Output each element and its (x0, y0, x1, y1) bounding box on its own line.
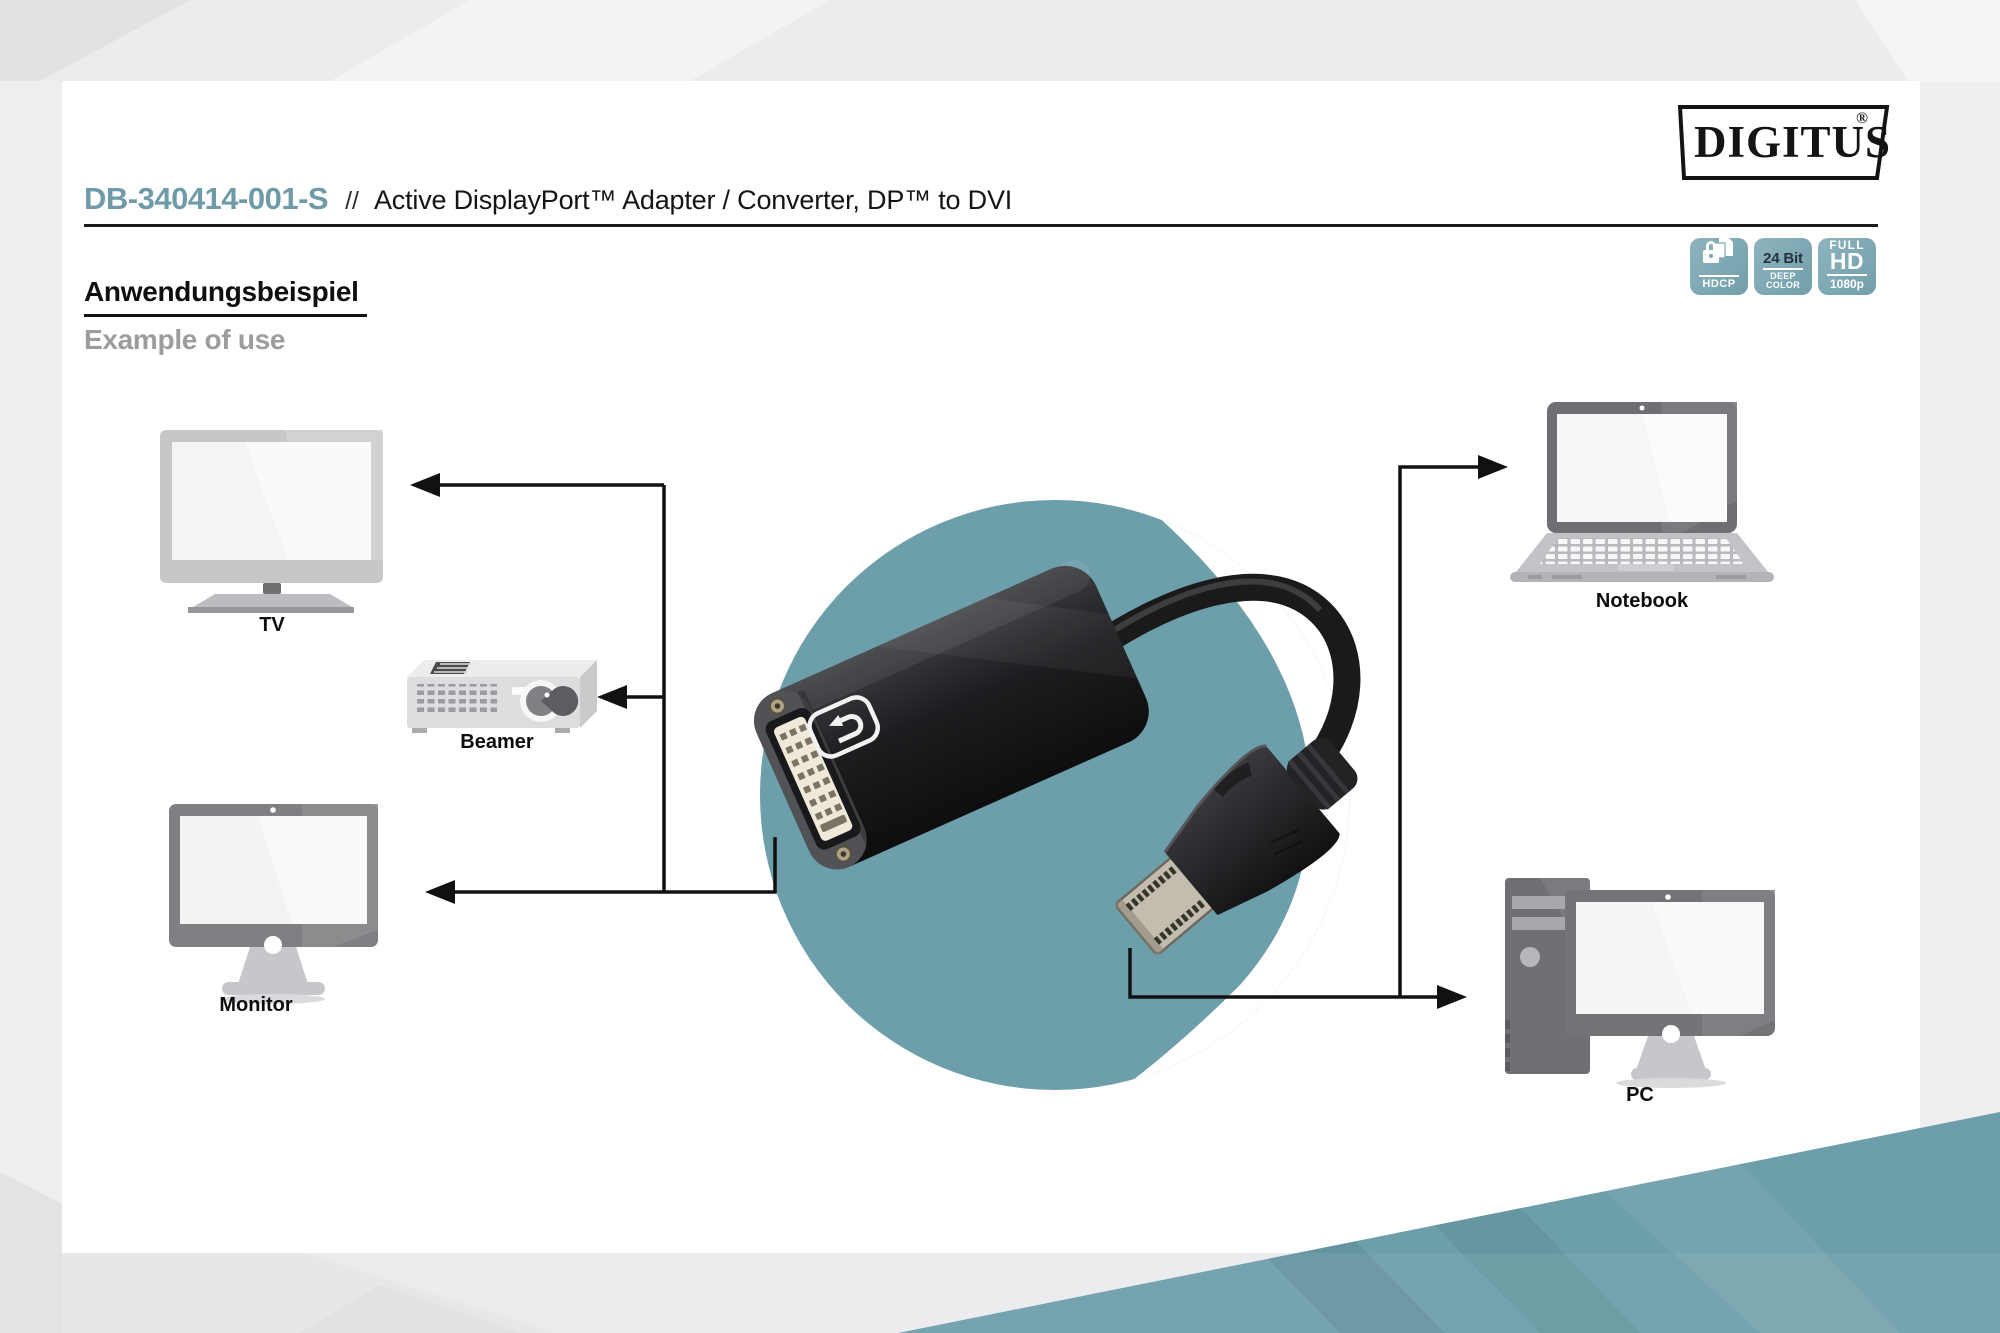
badge-color-label: COLOR (1766, 280, 1800, 290)
cable-highlight (1088, 578, 1323, 649)
displayport-plug (1114, 738, 1358, 956)
badge-hdcp-label: HDCP (1702, 278, 1736, 290)
arrowhead-pc (1437, 985, 1467, 1009)
arrow-heads (410, 455, 1508, 1009)
section-heading-en: Example of use (84, 324, 286, 355)
arrowhead-tv (410, 473, 440, 497)
page-title: DB-340414-001-S // Active DisplayPort™ A… (84, 181, 1012, 217)
arrowhead-monitor (425, 880, 455, 904)
arrow-line-to-notebook (1398, 465, 1480, 997)
title-rule (84, 224, 1878, 227)
badge-deep-color: 24 Bit DEEP COLOR (1754, 238, 1812, 295)
connector-lines (438, 465, 1480, 999)
tv-icon (160, 430, 383, 613)
hdcp-lock-icon (1701, 238, 1737, 272)
badge-deep-label: DEEP (1770, 271, 1796, 281)
product-title: Active DisplayPort™ Adapter / Converter,… (374, 185, 1013, 215)
arrowhead-beamer (597, 685, 627, 709)
device-label-monitor: Monitor (219, 994, 293, 1016)
badge-24bit-value: 24 Bit (1763, 250, 1803, 267)
dvi-adapter-body (749, 560, 1149, 870)
device-label-beamer: Beamer (460, 731, 534, 753)
arrow-line-to-monitor (453, 837, 777, 894)
beamer-icon (407, 660, 597, 733)
badge-divider (1763, 268, 1803, 270)
badge-divider (1699, 275, 1739, 277)
section-heading-de: Anwendungsbeispiel (84, 276, 367, 317)
badge-hd-label: HD (1829, 248, 1865, 274)
pc-icon (1505, 878, 1775, 1088)
displayport-logo-icon (807, 695, 881, 759)
device-label-tv: TV (259, 614, 285, 636)
notebook-icon (1510, 402, 1774, 582)
badge-divider (1827, 274, 1867, 276)
product-code: DB-340414-001-S (84, 181, 329, 216)
arrow-line-to-pc (1128, 948, 1439, 999)
badge-full-label: FULL (1829, 238, 1865, 252)
title-separator: // (345, 187, 359, 215)
adapter-photo (749, 560, 1361, 956)
registered-trademark: ® (1856, 110, 1868, 127)
badge-hdcp: HDCP (1690, 238, 1748, 295)
device-label-notebook: Notebook (1595, 590, 1689, 612)
badge-1080p-label: 1080p (1829, 277, 1865, 291)
badge-full-hd: FULL HD 1080p (1818, 238, 1876, 295)
digitus-logo-text: DIGITUS (1694, 117, 1892, 167)
digitus-logo-frame (1677, 105, 1890, 180)
device-label-pc: PC (1626, 1084, 1654, 1106)
feature-badges: HDCP 24 Bit DEEP COLOR FULL HD 1080p (1690, 238, 1876, 295)
arrowhead-notebook (1478, 455, 1508, 479)
monitor-icon (169, 804, 378, 1004)
